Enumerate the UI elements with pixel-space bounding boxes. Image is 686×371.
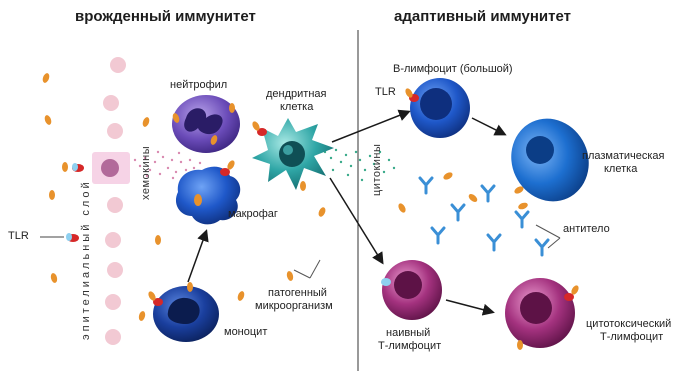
cytotoxic-t-label-line1: цитотоксический bbox=[586, 318, 671, 331]
arrow-bcell-to-plasma bbox=[472, 118, 504, 134]
dendritic-cell bbox=[251, 118, 334, 190]
tlr-label-left: TLR bbox=[8, 230, 29, 243]
naive-t-label-line1: наивный bbox=[386, 327, 430, 340]
cytokine-dots bbox=[324, 149, 395, 181]
b-lymphocyte-label: В-лимфоцит (большой) bbox=[393, 63, 513, 76]
tlr-label-bcell: TLR bbox=[375, 86, 396, 99]
naive-t-label-line2: Т-лимфоцит bbox=[378, 340, 441, 353]
b-lymphocyte-cell bbox=[404, 78, 470, 138]
neutrophil-label: нейтрофил bbox=[170, 79, 227, 92]
cytokines-label: цитокины bbox=[371, 144, 383, 196]
heading-adaptive-immunity: адаптивный иммунитет bbox=[394, 8, 571, 25]
epithelial-receptor-icon bbox=[62, 162, 84, 172]
monocyte-label: моноцит bbox=[224, 326, 267, 339]
arrow-dendritic-to-bcell bbox=[332, 112, 408, 142]
cytotoxic-t-label-line2: Т-лимфоцит bbox=[600, 331, 663, 344]
naive-t-lymphocyte-cell bbox=[381, 260, 442, 320]
macrophage-label: макрофаг bbox=[228, 208, 278, 221]
dendritic-cell-label-line1: дендритная bbox=[266, 88, 326, 101]
pathogen-label-line2: микроорганизм bbox=[255, 300, 333, 313]
plasma-cell-label-line2: клетка bbox=[604, 163, 637, 176]
plasma-cell-label-line1: плазматическая bbox=[582, 150, 665, 163]
chemokines-label: хемокины bbox=[140, 146, 152, 200]
monocyte-cell bbox=[147, 282, 219, 342]
arrow-monocyte-to-macrophage bbox=[188, 232, 206, 282]
dendritic-cell-label-line2: клетка bbox=[280, 101, 313, 114]
heading-innate-immunity: врожденный иммунитет bbox=[75, 8, 256, 25]
pathogen-label-line1: патогенный bbox=[268, 287, 327, 300]
epithelial-layer-label: эпителиальный слой bbox=[80, 179, 92, 340]
epithelial-layer bbox=[92, 57, 130, 345]
tlr-receptor-icon bbox=[40, 233, 79, 242]
arrow-naive-to-cytotoxic bbox=[446, 300, 492, 312]
cytotoxic-t-lymphocyte-cell bbox=[505, 278, 580, 350]
antibody-label: антитело bbox=[563, 223, 610, 236]
neutrophil-cell bbox=[171, 95, 240, 153]
